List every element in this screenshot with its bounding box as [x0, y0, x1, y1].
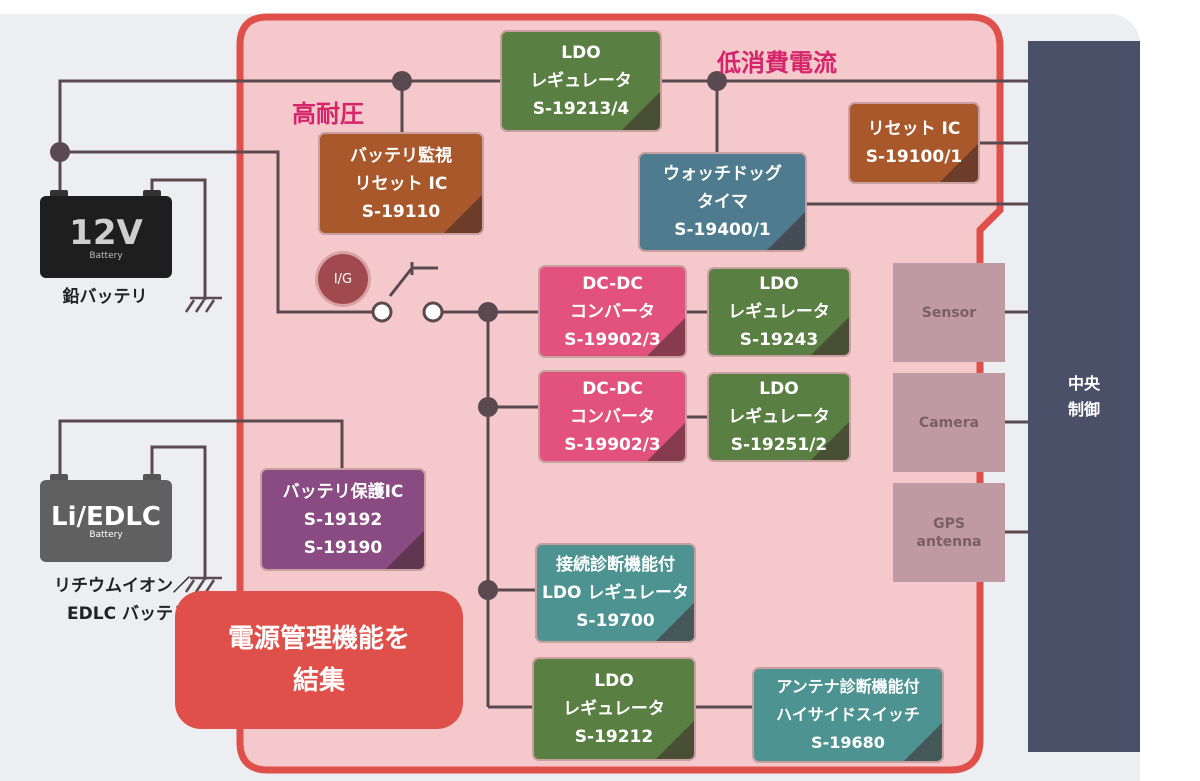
- sensor-block: Sensor: [893, 263, 1005, 362]
- li-battery-caption: Battery: [89, 530, 123, 540]
- lead-battery-voltage: 12V: [69, 213, 143, 253]
- gps-antenna-block: GPS antenna: [893, 483, 1005, 582]
- low-current-label: 低消費電流: [717, 49, 837, 77]
- lead-battery-caption: Battery: [89, 251, 123, 261]
- ignition-key-icon: I/G: [318, 254, 368, 304]
- camera-block: Camera: [893, 373, 1005, 472]
- integrate-callout: 電源管理機能を 結集: [175, 591, 463, 729]
- central-control: 中央 制御: [1028, 41, 1140, 752]
- lead-battery-label: 鉛バッテリ: [62, 287, 148, 307]
- li-battery-type: Li/EDLC: [51, 502, 161, 532]
- high-voltage-label: 高耐圧: [292, 100, 364, 128]
- li-battery-label: リチウムイオン／ EDLC バッテリ: [54, 576, 190, 624]
